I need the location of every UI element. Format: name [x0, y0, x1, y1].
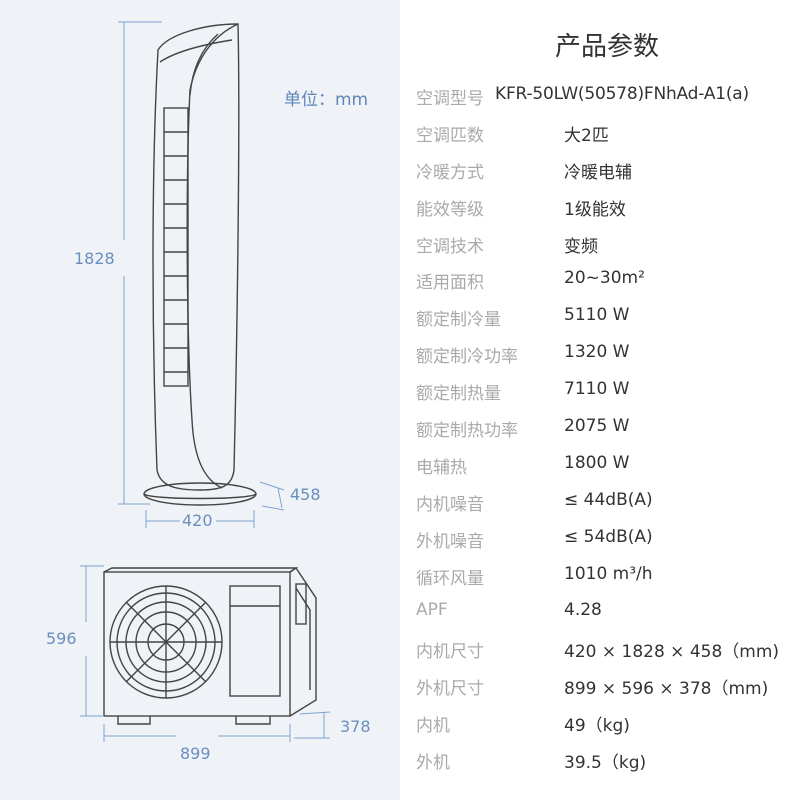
spec-row: 外机噪音 ≤ 54dB(A): [416, 521, 800, 558]
spec-value: 420 × 1828 × 458（mm): [564, 642, 780, 663]
spec-row: 额定制冷量 5110 W: [416, 299, 800, 336]
spec-value: 49（kg): [564, 716, 630, 737]
spec-value: 冷暖电辅: [564, 162, 632, 183]
spec-label: 循环风量: [416, 568, 484, 589]
indoor-dimension-lines: [118, 21, 285, 528]
spec-row: 冷暖方式 冷暖电辅: [416, 152, 800, 189]
spec-row: 适用面积 20~30m²: [416, 262, 800, 299]
spec-label: 额定制热功率: [416, 421, 518, 442]
spec-label: APF: [416, 600, 448, 621]
spec-value: ≤ 54dB(A): [564, 526, 653, 547]
spec-row: 外机 39.5（kg): [416, 742, 800, 779]
spec-row: 空调型号 KFR-50LW(50578)FNhAd-A1(a): [416, 78, 800, 115]
spec-row: 空调技术 变频: [416, 226, 800, 263]
spec-value: 4.28: [564, 600, 602, 621]
spec-label: 内机噪音: [416, 494, 484, 515]
outdoor-height-dimension: 596: [46, 629, 77, 648]
spec-value: 大2匹: [564, 125, 609, 146]
spec-value: 899 × 596 × 378（mm): [564, 679, 769, 700]
spec-label: 能效等级: [416, 199, 484, 220]
outdoor-depth-dimension: 378: [340, 717, 371, 736]
spec-row: 额定制热功率 2075 W: [416, 410, 800, 447]
dimension-drawing-panel: 单位：mm 1828 420 458 596 899 378: [0, 0, 400, 800]
spec-value: 1级能效: [564, 199, 626, 220]
spec-table: 空调型号 KFR-50LW(50578)FNhAd-A1(a) 空调匹数 大2匹冷暖方…: [416, 78, 800, 779]
unit-label: 单位：mm: [284, 90, 369, 110]
spec-label: 额定制冷量: [416, 310, 501, 331]
spec-row: 能效等级 1级能效: [416, 189, 800, 226]
spec-row: 空调匹数 大2匹: [416, 115, 800, 152]
spec-row: 内机噪音 ≤ 44dB(A): [416, 484, 800, 521]
spec-row: 循环风量 1010 m³/h: [416, 558, 800, 595]
spec-row: APF 4.28: [416, 594, 800, 631]
spec-label: 电辅热: [416, 457, 467, 478]
spec-label: 额定制冷功率: [416, 347, 518, 368]
spec-value: 5110 W: [564, 305, 630, 326]
page-title: 产品参数: [554, 32, 659, 62]
spec-label: 外机尺寸: [416, 679, 484, 700]
spec-label: 空调匹数: [416, 125, 484, 146]
spec-row: 内机尺寸 420 × 1828 × 458（mm): [416, 631, 800, 668]
spec-value: 1010 m³/h: [564, 563, 653, 584]
spec-value: 20~30m²: [564, 268, 645, 289]
outdoor-unit-drawing: [103, 567, 317, 725]
spec-value: 1320 W: [564, 342, 630, 363]
spec-label: 内机: [416, 716, 450, 737]
spec-label: 冷暖方式: [416, 162, 484, 183]
spec-value: KFR-50LW(50578)FNhAd-A1(a): [495, 84, 749, 104]
spec-label: 空调型号: [416, 89, 484, 109]
indoor-unit-drawing: [143, 23, 257, 506]
spec-value: 2075 W: [564, 416, 630, 437]
indoor-depth-dimension: 458: [290, 485, 321, 504]
spec-row: 电辅热 1800 W: [416, 447, 800, 484]
spec-label: 空调技术: [416, 236, 484, 257]
spec-label: 内机尺寸: [416, 642, 484, 663]
spec-value: 1800 W: [564, 452, 630, 473]
spec-row: 内机 49（kg): [416, 705, 800, 742]
spec-label: 外机噪音: [416, 531, 484, 552]
spec-value: 39.5（kg): [564, 753, 647, 774]
spec-panel: 产品参数: [400, 0, 800, 800]
spec-label: 额定制热量: [416, 384, 501, 405]
spec-row: 额定制热量 7110 W: [416, 373, 800, 410]
indoor-height-dimension: 1828: [74, 249, 115, 268]
dimension-drawing: [80, 21, 331, 742]
spec-value: 7110 W: [564, 379, 630, 400]
spec-value: ≤ 44dB(A): [564, 489, 653, 510]
spec-label: 外机: [416, 753, 450, 774]
outdoor-width-dimension: 899: [180, 744, 211, 763]
outdoor-dimension-lines: [80, 565, 331, 742]
indoor-width-dimension: 420: [182, 511, 213, 530]
spec-value: 变频: [564, 236, 598, 257]
spec-row: 外机尺寸 899 × 596 × 378（mm): [416, 668, 800, 705]
spec-label: 适用面积: [416, 273, 484, 294]
spec-row: 额定制冷功率 1320 W: [416, 336, 800, 373]
